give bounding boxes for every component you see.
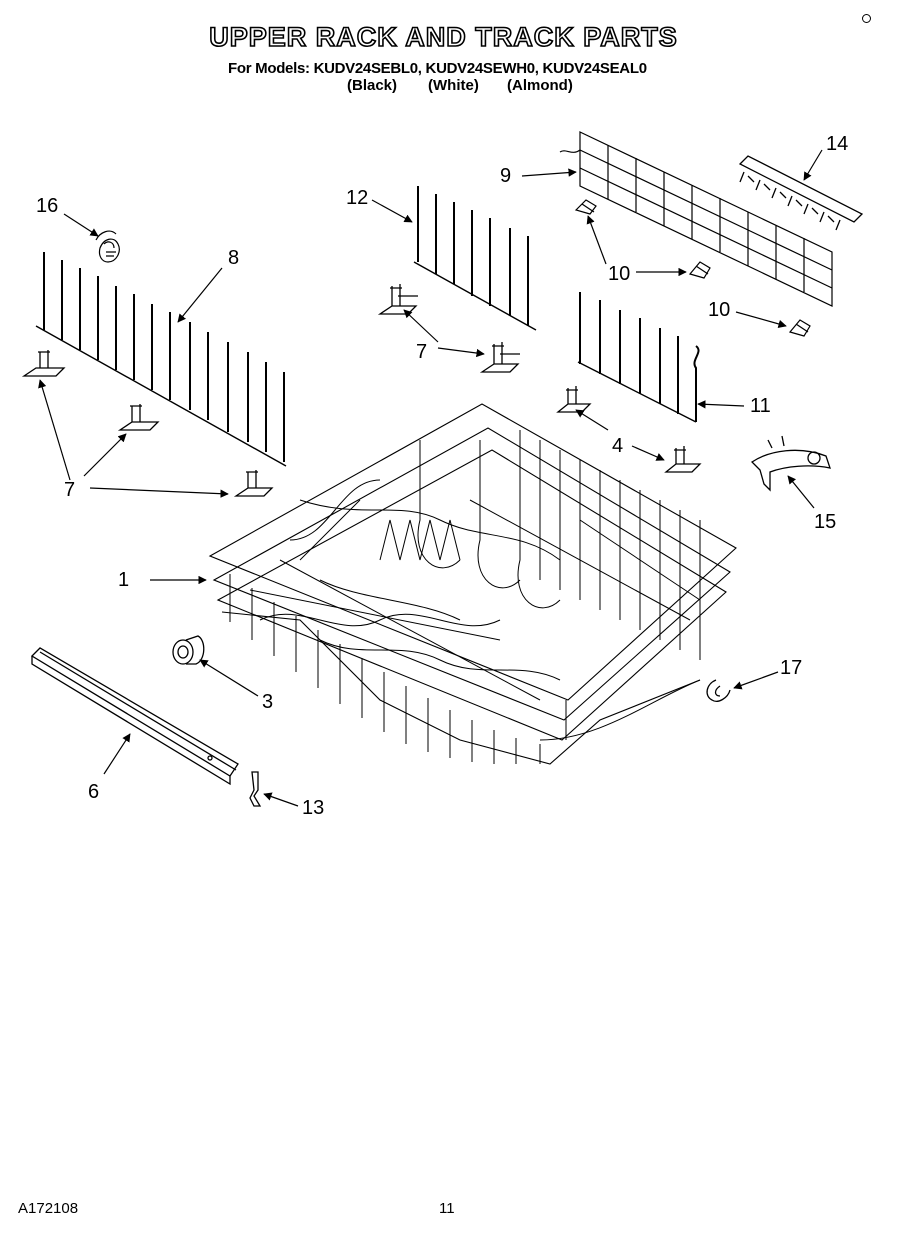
- callout-1: 1: [118, 569, 129, 591]
- callout-8: 8: [228, 247, 239, 269]
- part-4-clip-a: [556, 386, 592, 413]
- corner-mark: [862, 14, 871, 23]
- page-title: UPPER RACK AND TRACK PARTS: [208, 21, 678, 53]
- part-7-clip-a: [21, 350, 66, 377]
- part-10-clip-a: [574, 199, 597, 215]
- callout-11: 11: [750, 395, 771, 417]
- callout-13: 13: [302, 797, 324, 819]
- color-label-almond: (Almond): [507, 77, 573, 94]
- callout-10-b: 10: [708, 299, 730, 321]
- callout-10-a: 10: [608, 263, 630, 285]
- callout-15: 15: [814, 511, 836, 533]
- part-15-bracket: [750, 435, 831, 492]
- part-17-hook: [706, 679, 731, 702]
- callout-17: 17: [780, 657, 802, 679]
- document-number: A172108: [18, 1200, 79, 1217]
- part-16-clip: [95, 230, 120, 263]
- part-1-upper-rack: [208, 403, 737, 765]
- models-line: For Models: KUDV24SEBL0, KUDV24SEWH0, KU…: [228, 60, 647, 77]
- part-13-stop-clip: [249, 771, 262, 807]
- callout-16: 16: [36, 195, 58, 217]
- part-11-tine-row: [577, 292, 700, 423]
- callout-7-b: 7: [64, 479, 75, 501]
- part-7-clip-d: [377, 284, 418, 315]
- callout-4: 4: [612, 435, 623, 457]
- leader-lines: [38, 149, 823, 807]
- part-9-grid-panel: [559, 131, 833, 307]
- callout-7-a: 7: [416, 341, 427, 363]
- callout-14: 14: [826, 133, 848, 155]
- callout-12: 12: [346, 187, 368, 209]
- callout-3: 3: [262, 691, 273, 713]
- callout-9: 9: [500, 165, 511, 187]
- part-8-tine-row: [35, 252, 287, 467]
- part-12-tine-row: [413, 186, 537, 331]
- part-6-track-rail: [30, 647, 239, 786]
- part-4-clip-b: [664, 446, 702, 473]
- part-7-clip-e: [479, 342, 520, 373]
- callout-6: 6: [88, 781, 99, 803]
- page-number: 11: [439, 1200, 455, 1217]
- part-10-clip-c: [788, 319, 811, 337]
- part-3-roller: [172, 635, 205, 665]
- part-14-tab-bar: [738, 155, 864, 231]
- part-7-clip-c: [233, 470, 274, 497]
- part-7-clip-b: [117, 404, 160, 431]
- color-label-black: (Black): [347, 77, 398, 94]
- part-10-clip-b: [688, 261, 711, 279]
- color-label-white: (White): [428, 77, 479, 94]
